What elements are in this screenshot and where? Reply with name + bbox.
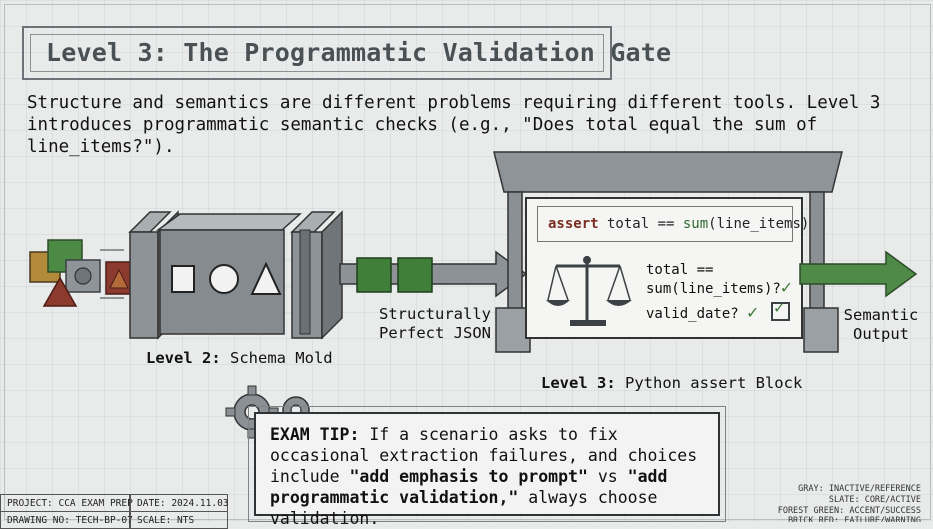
legend-brick: BRICK RED: FAILURE/WARNING	[787, 516, 921, 522]
square-cutout	[171, 265, 195, 293]
legend-gray: GRAY: INACTIVE/REFERENCE	[798, 484, 921, 494]
legend-slate: SLATE: CORE/ACTIVE	[828, 495, 921, 505]
circle-cutout	[209, 264, 239, 294]
output-arrow	[799, 250, 918, 298]
page-title: Level 3: The Programmatic Validation Gat…	[46, 38, 672, 67]
assert-code: assert total == sum(line_items)	[537, 206, 809, 242]
json-block	[397, 257, 433, 293]
gate-lintel	[493, 151, 843, 193]
check-icon: ✓	[780, 277, 792, 298]
triangle-cutout	[250, 261, 282, 295]
gate-post-right	[809, 191, 825, 311]
schema-mold	[128, 210, 343, 340]
drawing-border	[4, 4, 931, 520]
intro-text: Structure and semantics are different pr…	[27, 93, 881, 157]
exam-tip-box	[248, 406, 726, 522]
date-cell: DATE: 2024.11.03	[130, 494, 229, 512]
green-cube	[47, 239, 83, 273]
checked-box-icon: ✓	[771, 298, 790, 321]
gray-sphere	[74, 267, 92, 285]
date-check-label: valid_date? ✓	[646, 302, 758, 323]
project-cell: PROJECT: CCA EXAM PREP	[0, 494, 133, 512]
json-block	[356, 257, 392, 293]
balance-scale-icon	[546, 256, 632, 326]
input-shapes	[29, 239, 133, 307]
drawing-number-cell: DRAWING NO: TECH-BP-07	[0, 511, 133, 529]
schema-mold-label: Level 2: Schema Mold	[146, 349, 333, 367]
exam-tip-text: EXAM TIP: If a scenario asks to fix occa…	[270, 425, 698, 528]
scale-cell: SCALE: NTS	[130, 511, 228, 529]
gate-base-left	[495, 307, 531, 353]
red-triangle-mark	[109, 268, 129, 289]
check-icon: ✓	[747, 302, 758, 323]
sum-check-label: total == sum(line_items)?✓	[646, 262, 792, 298]
gate-post-left	[507, 191, 523, 311]
title-frame	[22, 26, 612, 80]
assert-block-label: Level 3: Python assert Block	[541, 374, 803, 392]
red-pyramid	[42, 276, 78, 307]
gate-base-right	[803, 307, 839, 353]
legend-forest: FOREST GREEN: ACCENT/SUCCESS	[777, 506, 921, 516]
json-conveyor	[339, 250, 528, 298]
